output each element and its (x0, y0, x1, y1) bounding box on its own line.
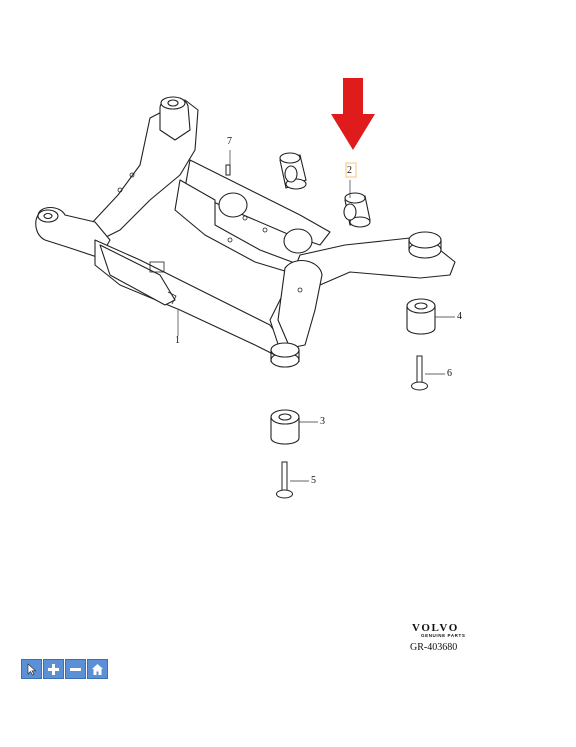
home-button[interactable] (87, 659, 108, 679)
red-arrow-indicator (331, 78, 375, 150)
diagram-reference-code: GR-403680 (410, 642, 458, 653)
bushing-part-3 (270, 409, 300, 445)
zoom-out-button[interactable] (65, 659, 86, 679)
callout-7: 7 (227, 136, 232, 147)
callout-2-highlight-box (345, 162, 357, 178)
bolt-part-7 (225, 164, 231, 176)
callout-6: 6 (447, 368, 452, 379)
bushing-part-2 (279, 152, 371, 228)
bolt-part-5 (276, 461, 293, 499)
bushing-part-4 (406, 298, 436, 335)
home-icon (92, 663, 103, 675)
callout-2: 2 (347, 165, 352, 176)
callout-3: 3 (320, 416, 325, 427)
callout-5: 5 (311, 475, 316, 486)
bolt-part-6 (411, 355, 428, 391)
plus-icon (48, 663, 59, 675)
subframe-right-tower (277, 259, 323, 349)
callout-1: 1 (175, 335, 180, 346)
callout-4: 4 (457, 311, 462, 322)
genuine-parts-tagline: GENUINE PARTS (421, 633, 466, 638)
viewer-toolbar (21, 659, 108, 679)
cursor-arrow-icon (27, 662, 37, 675)
select-tool-button[interactable] (21, 659, 42, 679)
zoom-in-button[interactable] (43, 659, 64, 679)
minus-icon (70, 667, 81, 671)
volvo-logo: VOLVO (412, 622, 459, 634)
